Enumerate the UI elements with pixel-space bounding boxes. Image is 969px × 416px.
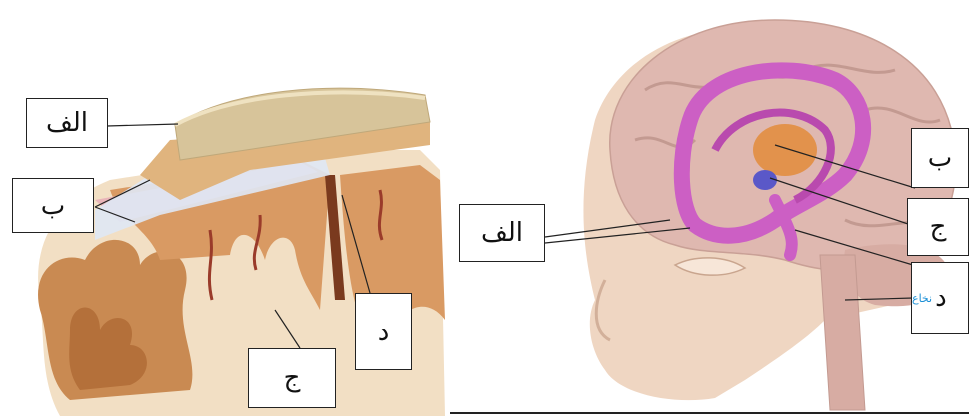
leader-line [107,124,178,126]
label-box-a-right: الف [459,204,545,262]
label-box-d-right: د نخاع [911,262,969,334]
medulla-tag: نخاع [912,292,932,305]
thalamus [753,124,817,176]
label-box-a: الف [26,98,108,148]
mammillary-body [753,170,777,190]
limbic-diagram: الف ب ج د نخاع [445,0,969,416]
label-box-c-right: ج [907,198,969,256]
meninges-diagram: الف ب د ج [0,0,445,416]
vessel [209,230,212,300]
label-box-c: ج [248,348,336,408]
label-box-b: ب [12,178,94,233]
label-box-b-right: ب [911,128,969,188]
label-box-d: د [355,293,412,370]
label-d-right-text: د [935,283,947,313]
